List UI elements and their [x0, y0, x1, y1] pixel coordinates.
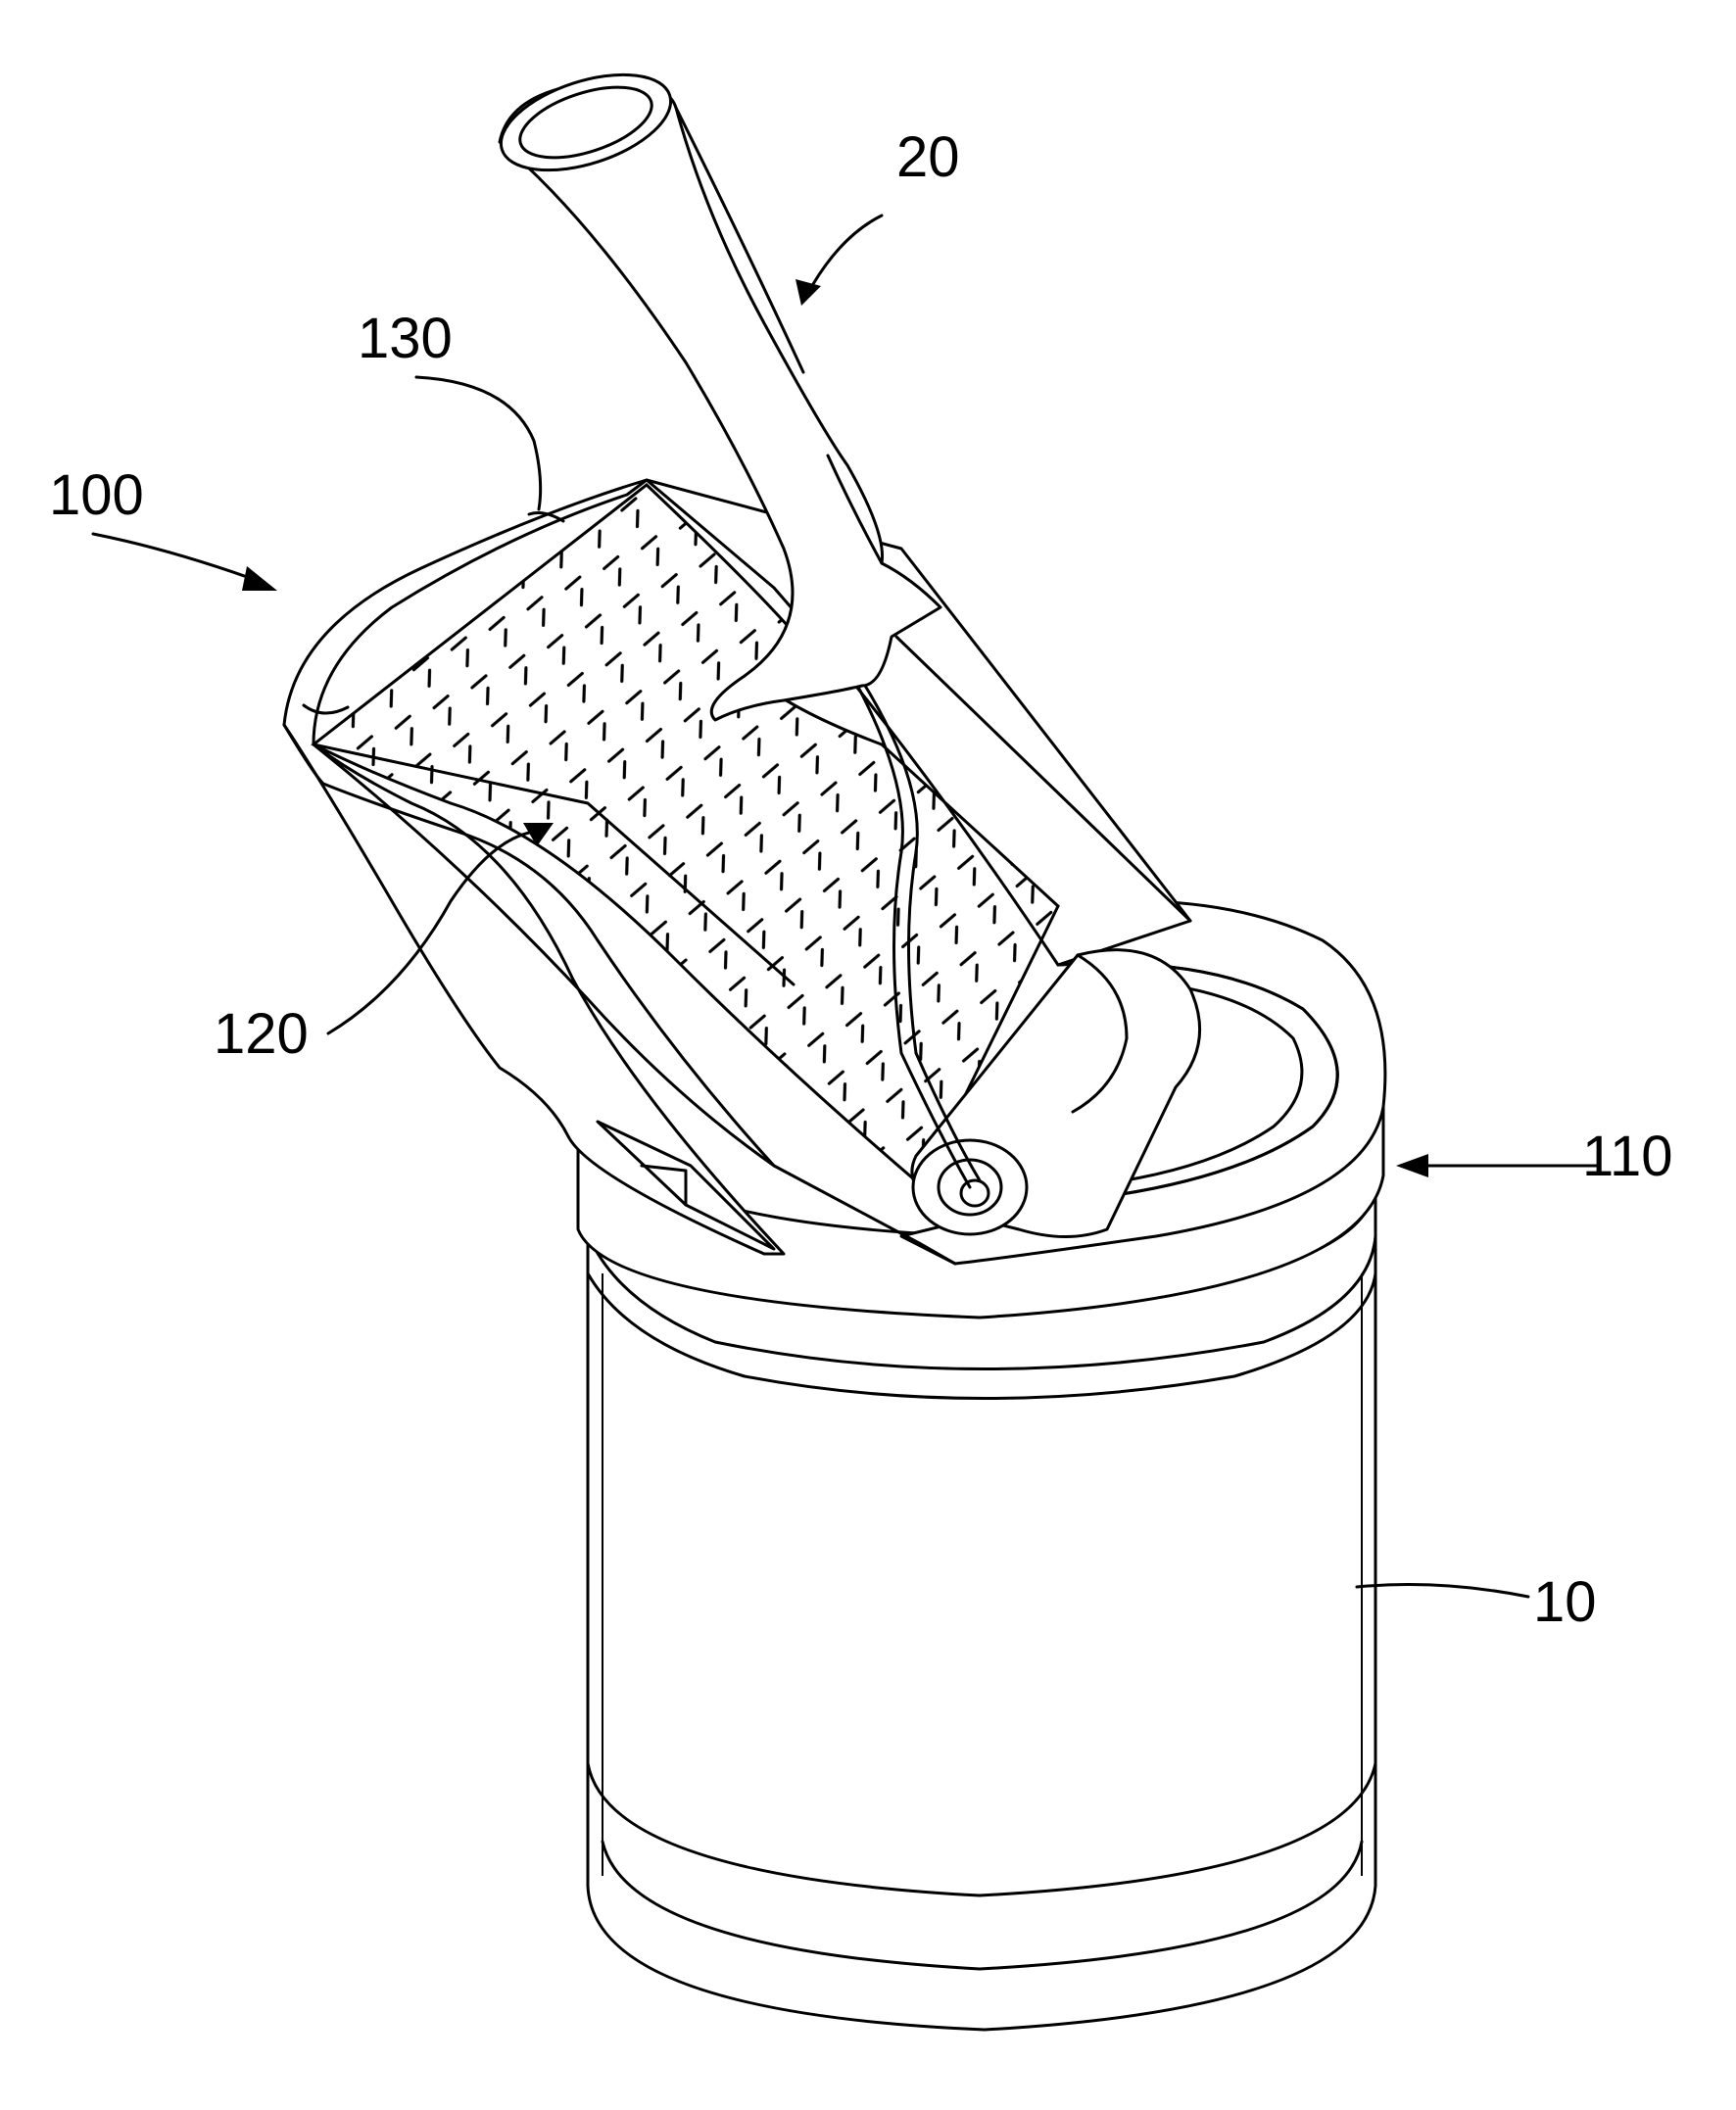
ref-label-100: 100	[49, 463, 144, 527]
ref-label-10: 10	[1533, 1570, 1597, 1634]
handle	[498, 72, 942, 722]
ref-label-20: 20	[896, 125, 960, 189]
ref-label-110: 110	[1582, 1125, 1672, 1188]
roller-wiper	[850, 674, 1202, 1238]
ref-label-130: 130	[358, 307, 453, 370]
ref-label-120: 120	[214, 1002, 309, 1066]
lid-rim	[576, 899, 1387, 1319]
leader-lines	[91, 214, 1599, 1599]
